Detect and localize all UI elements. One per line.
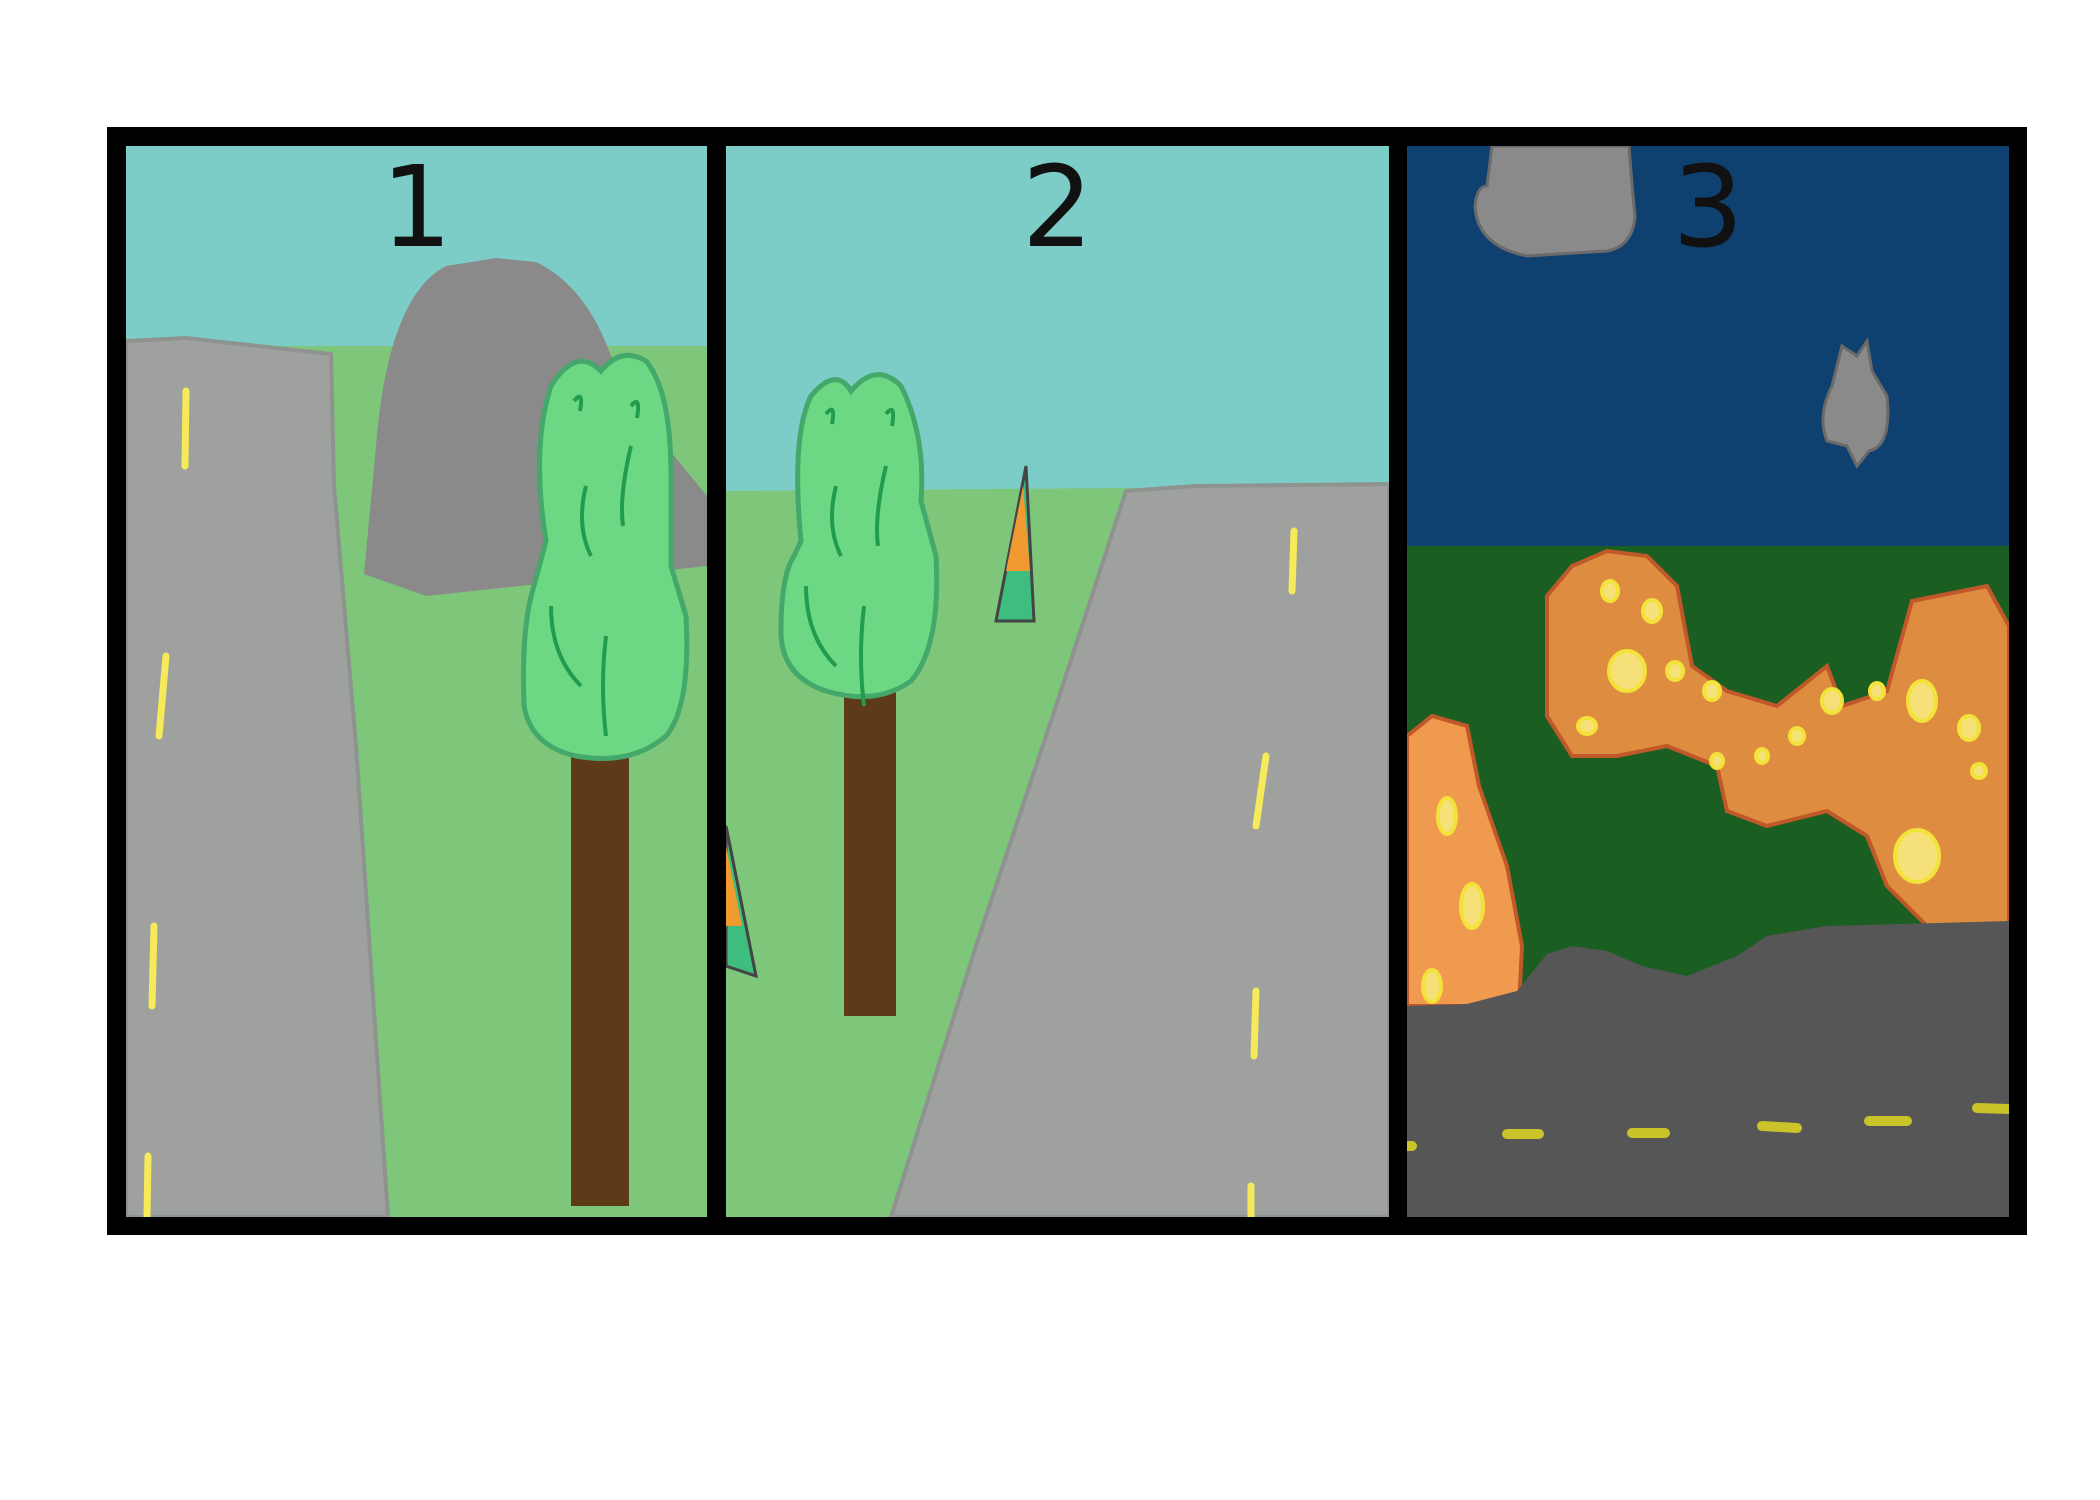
- road-lines: [143, 387, 190, 1217]
- smoke-cloud-small: [1821, 337, 1890, 469]
- panel-3-number: 3: [1672, 146, 1744, 273]
- cone-partial-stripe: [726, 846, 742, 926]
- panel-1-scene: [126, 146, 707, 1217]
- tree-leaf-marks: [549, 394, 641, 737]
- panel-2: 2: [726, 146, 1389, 1217]
- cone-partial: [726, 825, 758, 979]
- road-lines: [1247, 527, 1298, 1217]
- comic-strip: 1 2: [107, 127, 2027, 1235]
- fire-large: [1545, 548, 2009, 928]
- cone-stripe: [1006, 486, 1030, 571]
- panel-3: 3: [1407, 146, 2009, 1217]
- tree-leaves: [778, 372, 940, 700]
- panel-1: 1: [126, 146, 707, 1217]
- panel-1-number: 1: [380, 146, 453, 273]
- panel-3-scene: [1407, 146, 2009, 1217]
- fire-spots: [1421, 579, 1988, 1004]
- panel-2-scene: [726, 146, 1389, 1217]
- dark-road: [1407, 921, 2009, 1217]
- road: [126, 335, 391, 1217]
- tree-trunk: [844, 691, 896, 1016]
- tree-leaves: [520, 352, 690, 761]
- smoke-cloud-large: [1473, 146, 1637, 258]
- panel-2-number: 2: [1021, 146, 1094, 273]
- tree-trunk: [571, 746, 629, 1206]
- road: [888, 481, 1389, 1217]
- road-dashes: [1407, 1103, 2009, 1151]
- tree-leaf-marks: [804, 407, 896, 707]
